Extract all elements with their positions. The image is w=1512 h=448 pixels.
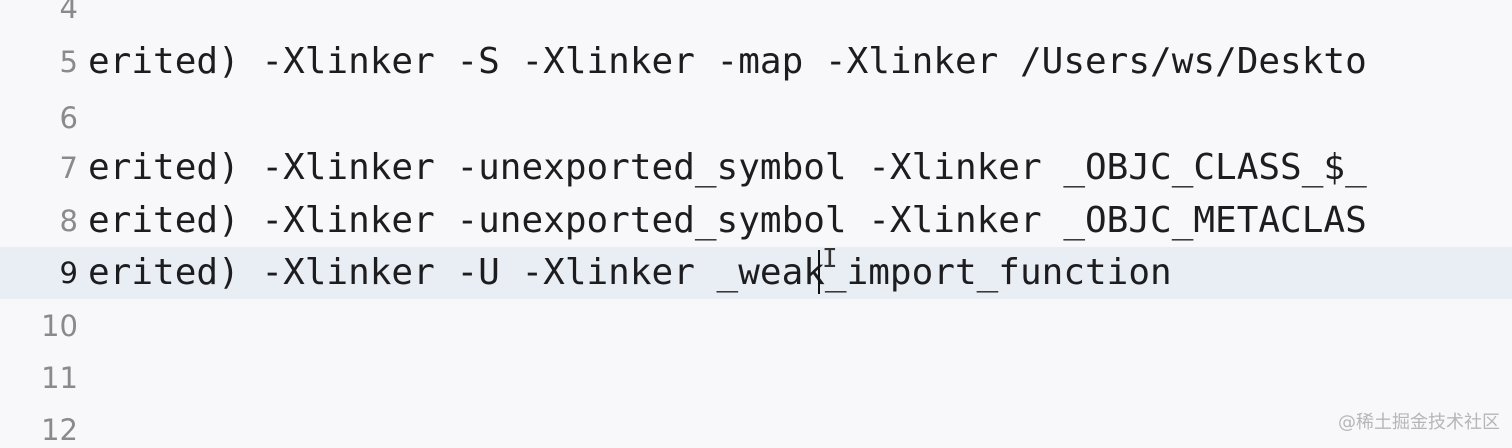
line-number: 12 bbox=[41, 413, 78, 447]
line-number: 7 bbox=[59, 151, 78, 185]
line-number: 10 bbox=[41, 309, 78, 343]
code-line[interactable]: 4 bbox=[0, 0, 1512, 34]
code-line[interactable]: 11 bbox=[0, 352, 1512, 404]
code-line-current[interactable]: 9 erited) -Xlinker -U -Xlinker _weak_imp… bbox=[0, 247, 1512, 299]
line-number: 8 bbox=[59, 204, 78, 238]
code-text[interactable]: erited) -Xlinker -unexported_symbol -Xli… bbox=[88, 200, 1367, 241]
code-line[interactable]: 7 erited) -Xlinker -unexported_symbol -X… bbox=[0, 142, 1512, 194]
text-caret bbox=[818, 250, 820, 294]
code-line[interactable]: 8 erited) -Xlinker -unexported_symbol -X… bbox=[0, 195, 1512, 247]
line-number: 5 bbox=[59, 45, 78, 79]
code-line[interactable]: 10 bbox=[0, 300, 1512, 352]
code-text[interactable]: erited) -Xlinker -S -Xlinker -map -Xlink… bbox=[88, 41, 1367, 82]
code-line[interactable]: 6 bbox=[0, 92, 1512, 144]
code-line[interactable]: 12 bbox=[0, 404, 1512, 448]
watermark: @稀土掘金技术社区 bbox=[1338, 412, 1500, 433]
line-number: 11 bbox=[41, 361, 78, 395]
line-number: 6 bbox=[59, 101, 78, 135]
line-number: 4 bbox=[59, 0, 78, 25]
code-text[interactable]: erited) -Xlinker -U -Xlinker _weak_impor… bbox=[88, 252, 1172, 293]
ibeam-cursor-icon: I bbox=[822, 244, 838, 274]
code-text[interactable]: erited) -Xlinker -unexported_symbol -Xli… bbox=[88, 147, 1367, 188]
line-number: 9 bbox=[59, 256, 78, 290]
code-line[interactable]: 5 erited) -Xlinker -S -Xlinker -map -Xli… bbox=[0, 36, 1512, 88]
